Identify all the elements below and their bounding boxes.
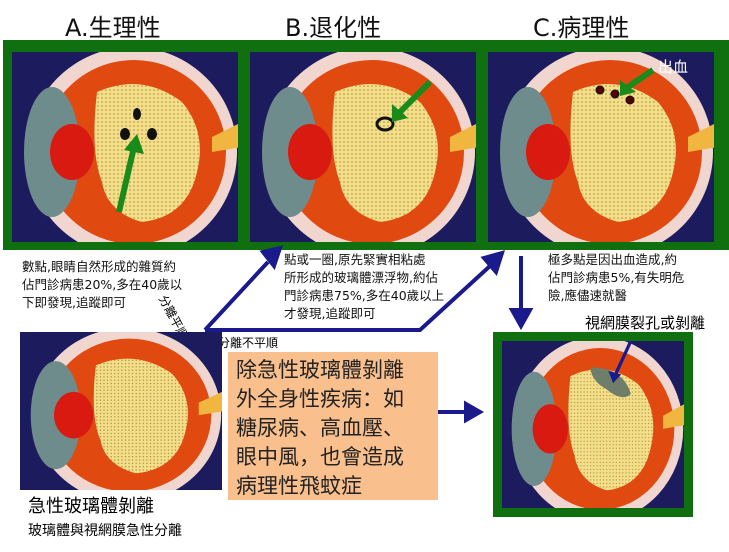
note-line: 除急性玻璃體剝離 — [236, 358, 404, 382]
acute-subtitle: 玻璃體與視網膜急性分離 — [28, 523, 182, 539]
caption-line: 數點,眼睛自然形成的雜質約 — [22, 259, 176, 274]
eye-image-retina-tear — [502, 341, 684, 508]
note-line: 眼中風，也會造成 — [236, 445, 404, 469]
arrow-head — [464, 400, 485, 424]
caption-line: 險,應儘速就醫 — [548, 288, 627, 303]
caption-physiological: 數點,眼睛自然形成的雜質約佔門診病患20%,多在40歲以下即發現,追蹤即可 — [22, 258, 182, 312]
arrow-to-degenerative — [203, 260, 270, 332]
caption-line: 極多點是因出血造成,約 — [548, 252, 677, 267]
retina-tear-frame — [493, 332, 693, 517]
title-physiological: A.生理性 — [65, 14, 161, 42]
arrow-head — [508, 308, 534, 331]
retina-tear-label: 視網膜裂孔或剝離 — [585, 314, 706, 332]
acute-title: 急性玻璃體剝離 — [28, 496, 154, 517]
eye-image-physiological — [12, 52, 238, 242]
caption-line: 佔門診病患20%,多在40歲以 — [22, 277, 183, 292]
title-pathological: C.病理性 — [533, 14, 630, 42]
eye-image-acute-detachment — [20, 332, 222, 490]
eye-image-pathological: 出血 — [488, 52, 714, 242]
top-panel-frame: 出血 — [3, 40, 729, 250]
caption-degenerative: 點或一圈,原先緊實相粘處所形成的玻璃體漂浮物,約佔門診病患75%,多在40歲以上… — [284, 251, 444, 323]
caption-pathological: 極多點是因出血造成,約佔門診病患5%,有失明危險,應儘速就醫 — [548, 251, 684, 305]
note-line: 糖尿病、高血壓、 — [236, 416, 404, 440]
bleeding-label: 出血 — [658, 58, 689, 76]
caption-line: 佔門診病患5%,有失明危 — [548, 270, 685, 285]
title-degenerative: B.退化性 — [285, 14, 382, 42]
caption-line: 門診病患75%,多在40歲以上 — [284, 288, 445, 303]
caption-line: 下即發現,追蹤即可 — [22, 295, 126, 310]
arrow-head — [480, 250, 506, 277]
uneven-separation-label: 分離不平順 — [218, 336, 279, 350]
caption-line: 點或一圈,原先緊實相粘處 — [284, 252, 426, 267]
systemic-disease-note: 除急性玻璃體剝離外全身性疾病：如糖尿病、高血壓、眼中風，也會造成病理性飛蚊症 — [228, 352, 438, 500]
caption-line: 才發現,追蹤即可 — [284, 306, 376, 321]
arrow-to-pathological — [205, 264, 492, 332]
note-line: 病理性飛蚊症 — [236, 474, 362, 498]
note-line: 外全身性疾病：如 — [236, 387, 404, 411]
arrow-head — [259, 245, 284, 271]
eye-image-degenerative — [250, 52, 476, 242]
caption-line: 所形成的玻璃體漂浮物,約佔 — [284, 270, 438, 285]
